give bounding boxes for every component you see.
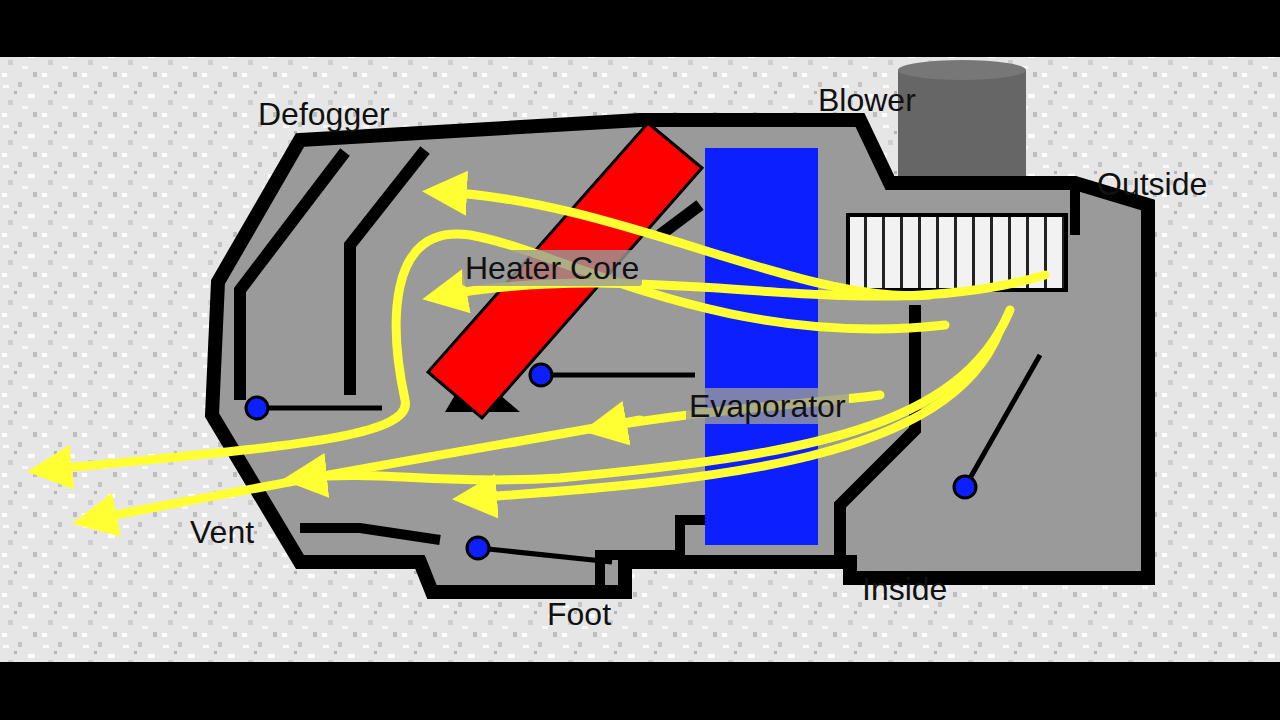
part-label: Outside [1097,166,1207,202]
part-label: Heater Core [462,250,642,286]
part-label: Blower [818,82,916,118]
part-label: Foot [547,596,611,632]
part-label: Defogger [258,96,390,132]
part-label: Inside [862,571,947,607]
part-label: Vent [190,514,254,550]
part-label: Evaporator [686,388,849,424]
